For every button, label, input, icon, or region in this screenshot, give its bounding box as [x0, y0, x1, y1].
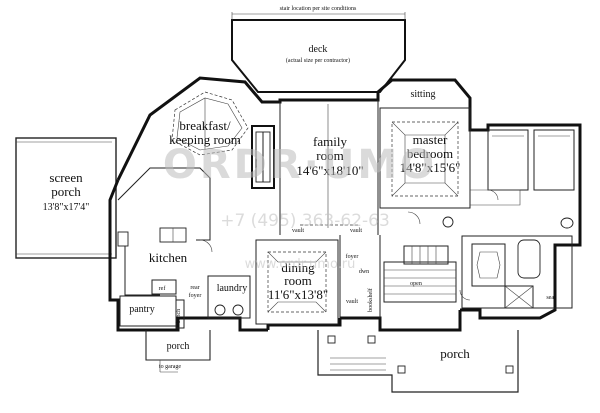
to-garage-label: to garage [159, 364, 181, 370]
watermark-site: www.ordr.umo.ru [245, 257, 356, 272]
dining-label-2: room [284, 273, 311, 288]
fireplace [251, 125, 275, 189]
screen-porch-label-1: screen [49, 170, 83, 185]
rear-foyer-label-1: rear [190, 285, 199, 291]
laundry-room [207, 275, 251, 319]
breakfast-room [171, 91, 249, 156]
open-label: open [410, 281, 422, 287]
dining-label-1: dining [281, 260, 315, 275]
vault-label-c: vault [346, 299, 358, 305]
deck-note: (actual size per contractor) [286, 57, 350, 64]
bench-label: bench [176, 309, 182, 323]
deck-label: deck [309, 44, 328, 55]
seat-label: seat [546, 295, 556, 301]
dining-dims: 11'6"x13'8" [268, 287, 328, 302]
breakfast-label-1: breakfast/ [179, 118, 231, 133]
front-porch [317, 330, 519, 393]
rear-porch [145, 330, 211, 373]
door-swings [199, 189, 499, 301]
laundry-label: laundry [217, 283, 248, 294]
breakfast-label-2: keeping room [169, 132, 241, 147]
master-bath [442, 216, 574, 309]
master-closets [470, 129, 575, 206]
stair-location-note: stair location per site conditions [280, 6, 357, 12]
vault-label-a: vault [292, 228, 304, 234]
exterior-walls [108, 76, 582, 332]
bookshelf-label: bookshelf [367, 288, 374, 312]
watermark-brand: ORDR·UMO [163, 142, 437, 188]
screen-porch-label-2: porch [51, 184, 81, 199]
master-dims: 14'8"x15'6" [400, 160, 461, 175]
watermark-phone: +7 (495) 363-62-63 [220, 211, 390, 231]
kitchen-label: kitchen [149, 250, 188, 265]
sitting-label: sitting [410, 89, 435, 100]
screen-porch-area [15, 137, 117, 259]
front-porch-label: porch [440, 346, 470, 361]
rear-foyer-label-2: foyer [189, 292, 202, 299]
foyer-label: foyer [346, 253, 359, 260]
screen-porch-dims: 13'8"x17'4" [43, 202, 90, 213]
master-bedroom [379, 107, 471, 209]
ref-label: ref [159, 285, 166, 292]
pantry-label: pantry [129, 304, 155, 315]
family-label-1: family [313, 134, 347, 149]
family-label-2: room [316, 148, 343, 163]
dwn-label: dwn [359, 269, 369, 275]
kitchen [117, 167, 211, 296]
bench [175, 299, 185, 329]
foyer-stairs [339, 235, 457, 318]
family-room [279, 100, 379, 235]
rear-porch-label: porch [167, 341, 190, 352]
family-dims: 14'6"x18'10" [296, 163, 363, 178]
dining-room [255, 239, 339, 325]
vault-label-b: vault [350, 228, 362, 234]
master-label-1: master [413, 132, 448, 147]
master-label-2: bedroom [407, 146, 453, 161]
